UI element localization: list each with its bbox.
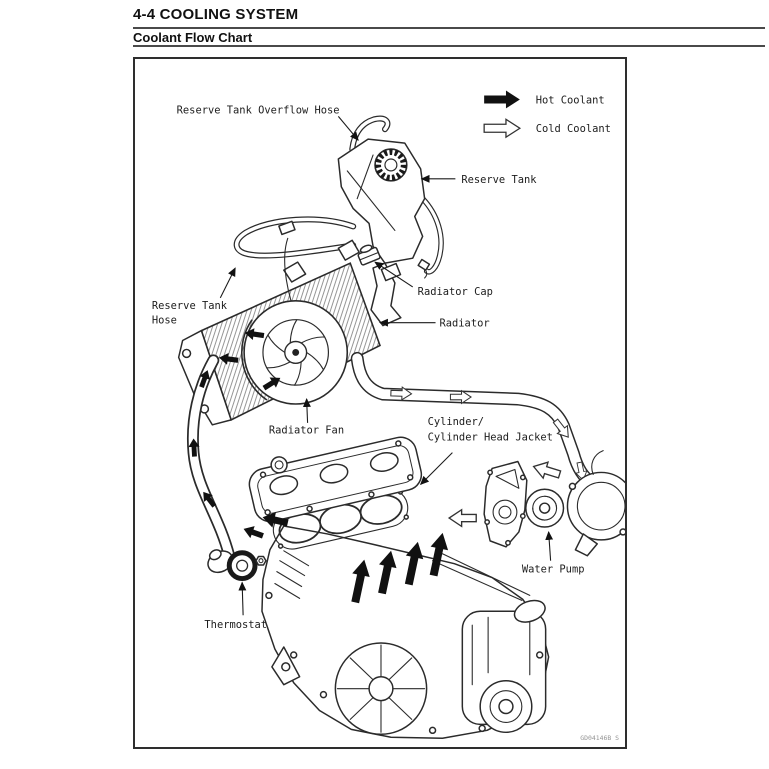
- part-labels: Reserve Tank Overflow Hose Reserve Tank …: [152, 104, 585, 631]
- label-radiator: Radiator: [440, 318, 490, 330]
- leader-lines: [219, 115, 554, 616]
- section-title: 4-4 COOLING SYSTEM: [133, 6, 299, 23]
- alternator-cover: [334, 642, 428, 736]
- subsection-title: Coolant Flow Chart: [133, 30, 253, 45]
- reserve-tank-cap: [374, 148, 408, 182]
- hot-coolant-arrow-icon: [484, 90, 520, 109]
- water-pump-leader: [545, 530, 554, 561]
- water-pump-drawing: [448, 450, 625, 557]
- engine-drawing: [241, 436, 550, 740]
- radiator-cap-drawing: [357, 244, 381, 266]
- label-cylinder-2: Cylinder Head Jacket: [428, 432, 553, 444]
- pump-gasket: [483, 460, 528, 548]
- thermostat-drawing: [226, 550, 267, 582]
- overflow-hose-leader: [337, 115, 359, 141]
- label-water-pump: Water Pump: [522, 564, 585, 576]
- cylinder-head-jacket-leader: [419, 452, 453, 486]
- coolant-flow-diagram: Hot Coolant Cold Coolant: [152, 90, 625, 742]
- cold-coolant-flow-arrow: [448, 509, 477, 528]
- figure-box: Hot Coolant Cold Coolant: [133, 57, 627, 749]
- label-radiator-cap: Radiator Cap: [418, 286, 493, 298]
- reserve-tank-hose-leader: [219, 267, 236, 299]
- radiator-fan-leader: [302, 398, 311, 423]
- radiator-to-pump-hose: [350, 351, 599, 490]
- label-reserve-tank-hose-1: Reserve Tank: [152, 300, 228, 312]
- pump-impeller: [525, 488, 565, 528]
- radiator-fan-drawing: [241, 300, 349, 405]
- transmission-case: [461, 599, 547, 734]
- label-reserve-tank-hose-2: Hose: [152, 315, 177, 327]
- legend-cold-label: Cold Coolant: [536, 123, 611, 135]
- legend-hot-label: Hot Coolant: [536, 94, 605, 106]
- thermostat-to-radiator-hose: [187, 354, 236, 574]
- hot-coolant-flow-arrow: [241, 522, 266, 542]
- cold-coolant-flow-arrow: [530, 457, 563, 484]
- reserve-tank-hose: [233, 216, 357, 259]
- subsection-divider: [133, 45, 765, 47]
- label-reserve-tank: Reserve Tank: [461, 174, 537, 186]
- cold-coolant-arrow-icon: [483, 118, 522, 139]
- thermostat-leader: [238, 581, 247, 616]
- label-thermostat: Thermostat: [204, 619, 267, 631]
- label-overflow-hose: Reserve Tank Overflow Hose: [177, 104, 340, 116]
- radiator-cap-leader: [374, 261, 414, 288]
- label-radiator-fan: Radiator Fan: [269, 425, 344, 437]
- label-cylinder-1: Cylinder/: [428, 416, 484, 428]
- legend: Hot Coolant Cold Coolant: [483, 90, 611, 139]
- section-divider: [133, 27, 765, 29]
- cylinder-head-cover: [248, 436, 423, 523]
- figure-code: GD04146B S: [580, 734, 619, 742]
